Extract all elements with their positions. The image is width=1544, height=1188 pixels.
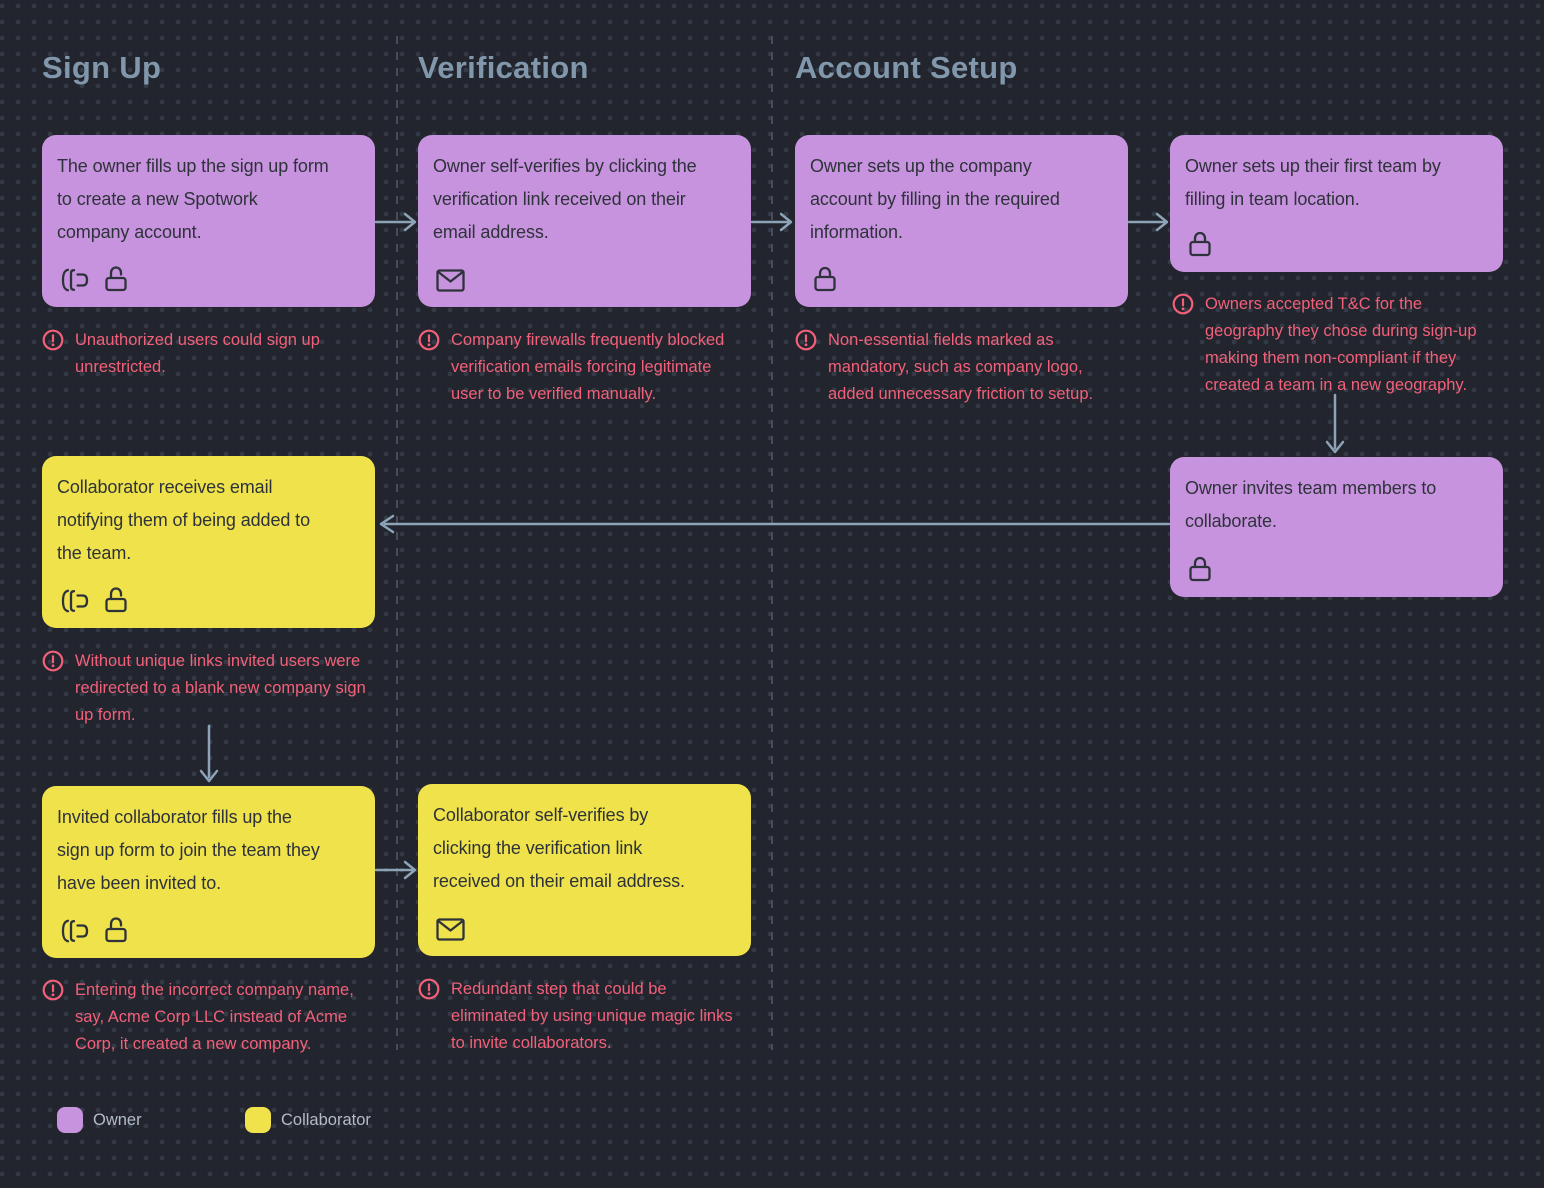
warning-note[interactable]: Redundant step that could be eliminated … [418, 976, 771, 1057]
step-card-company-setup[interactable]: Owner sets up the company account by fil… [795, 135, 1128, 307]
lock-closed-icon [1189, 556, 1211, 582]
legend-label: Owner [93, 1110, 142, 1129]
step-icons [1187, 229, 1489, 259]
text-input-icon [61, 589, 89, 613]
step-icons [435, 267, 737, 294]
arrow-verification-to-setup [750, 212, 793, 232]
arrow-invite-to-collaborator-email [379, 514, 1171, 534]
step-text: Owner self-verifies by clicking the veri… [433, 156, 697, 242]
warning-note[interactable]: Non-essential fields marked as mandatory… [795, 327, 1138, 408]
step-card-team-setup[interactable]: Owner sets up their first team by fillin… [1170, 135, 1503, 272]
envelope-icon [436, 269, 465, 292]
legend-item-collaborator[interactable]: Collaborator [245, 1107, 371, 1133]
warning-note[interactable]: Without unique links invited users were … [42, 648, 405, 729]
step-card-owner-verification[interactable]: Owner self-verifies by clicking the veri… [418, 135, 751, 307]
warning-icon [42, 650, 64, 672]
lock-open-icon [105, 266, 127, 292]
warning-text: Unauthorized users could sign up unrestr… [75, 331, 320, 376]
step-icons [59, 264, 361, 294]
step-card-owner-signup[interactable]: The owner fills up the sign up form to c… [42, 135, 375, 307]
arrow-signup-to-verification [374, 212, 417, 232]
column-divider [771, 36, 773, 1050]
warning-text: Entering the incorrect company name, say… [75, 981, 354, 1053]
warning-text: Redundant step that could be eliminated … [451, 980, 733, 1052]
text-input-icon [61, 919, 89, 943]
arrow-setup-to-team [1127, 212, 1169, 232]
lock-closed-icon [814, 266, 836, 292]
warning-icon [42, 979, 64, 1001]
collaborator-color-swatch [245, 1107, 271, 1133]
step-text: Invited collaborator fills up the sign u… [57, 807, 320, 893]
arrow-email-to-collaborator-signup [199, 724, 219, 783]
owner-color-swatch [57, 1107, 83, 1133]
step-card-collaborator-email[interactable]: Collaborator receives email notifying th… [42, 456, 375, 628]
step-text: Owner invites team members to collaborat… [1185, 478, 1437, 531]
step-text: The owner fills up the sign up form to c… [57, 156, 329, 242]
column-title-account-setup: Account Setup [795, 50, 1018, 85]
step-card-collaborator-verification[interactable]: Collaborator self-verifies by clicking t… [418, 784, 751, 956]
step-card-invite-members[interactable]: Owner invites team members to collaborat… [1170, 457, 1503, 597]
column-title-sign-up: Sign Up [42, 50, 162, 85]
warning-icon [418, 329, 440, 351]
warning-note[interactable]: Company firewalls frequently blocked ver… [418, 327, 761, 408]
lock-open-icon [105, 587, 127, 613]
warning-note[interactable]: Owners accepted T&C for the geography th… [1172, 291, 1505, 399]
step-text: Collaborator self-verifies by clicking t… [433, 805, 685, 891]
warning-text: Owners accepted T&C for the geography th… [1205, 295, 1477, 394]
warning-text: Non-essential fields marked as mandatory… [828, 331, 1094, 403]
arrow-team-to-invite [1325, 393, 1345, 454]
column-divider [396, 36, 398, 1050]
legend-item-owner[interactable]: Owner [57, 1107, 142, 1133]
warning-text: Company firewalls frequently blocked ver… [451, 331, 725, 403]
arrow-collab-signup-to-verification [374, 860, 417, 880]
step-card-collaborator-signup[interactable]: Invited collaborator fills up the sign u… [42, 786, 375, 958]
warning-note[interactable]: Entering the incorrect company name, say… [42, 977, 385, 1058]
warning-icon [42, 329, 64, 351]
legend-label: Collaborator [281, 1110, 371, 1129]
lock-open-icon [105, 917, 127, 943]
column-title-verification: Verification [418, 50, 589, 85]
step-text: Owner sets up the company account by fil… [810, 156, 1060, 242]
step-icons [812, 264, 1114, 294]
warning-text: Without unique links invited users were … [75, 652, 366, 724]
step-icons [1187, 554, 1489, 584]
warning-icon [418, 978, 440, 1000]
step-text: Owner sets up their first team by fillin… [1185, 156, 1441, 209]
warning-note[interactable]: Unauthorized users could sign up unrestr… [42, 327, 360, 381]
step-icons [435, 916, 737, 943]
step-icons [59, 585, 361, 615]
warning-icon [795, 329, 817, 351]
envelope-icon [436, 918, 465, 941]
step-icons [59, 915, 361, 945]
step-text: Collaborator receives email notifying th… [57, 477, 310, 563]
lock-closed-icon [1189, 231, 1211, 257]
warning-icon [1172, 293, 1194, 315]
text-input-icon [61, 268, 89, 292]
